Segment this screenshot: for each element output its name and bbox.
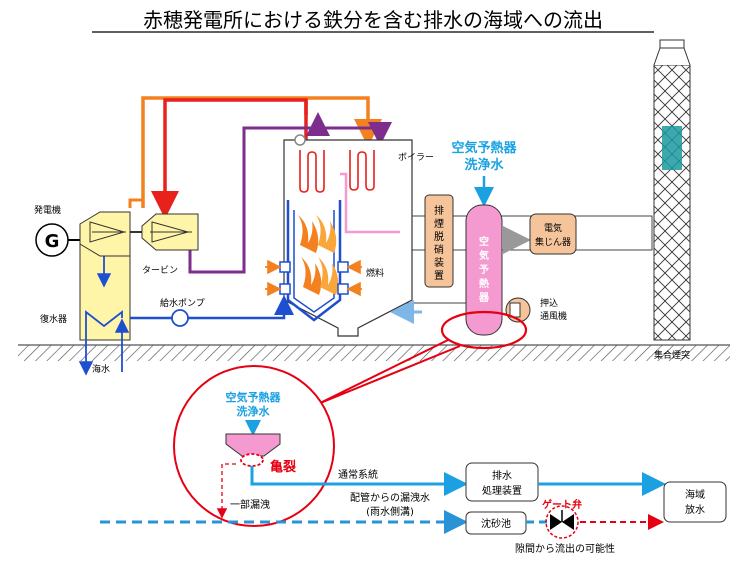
pipe-leak-line2: (雨水側溝) <box>366 505 414 518</box>
denox-unit <box>424 194 454 288</box>
svg-text:空: 空 <box>479 235 489 248</box>
seawater-label: 海水 <box>92 363 110 375</box>
svg-text:気: 気 <box>478 249 489 262</box>
svg-text:装: 装 <box>434 256 444 269</box>
orange-branch <box>128 198 143 208</box>
fuel-label: 燃料 <box>366 267 384 279</box>
settling-pond-label: 沈砂池 <box>481 517 511 530</box>
stack-label: 集合煙突 <box>654 349 690 361</box>
normal-line <box>250 466 468 496</box>
inset-wash-line2: 洗浄水 <box>237 404 271 418</box>
pipe-leak-line1: 配管からの漏洩水 <box>350 491 430 504</box>
condenser-label: 復水器 <box>40 313 67 325</box>
esp-label-line2: 集じん器 <box>535 236 571 248</box>
lp-turbine <box>141 213 199 251</box>
purple-line-2 <box>244 112 330 136</box>
aph-wash-title-line1: 空気予熱器 <box>451 140 517 156</box>
fan-label-line1: 押込 <box>540 297 558 309</box>
feed-pump-label: 給水ポンプ <box>160 297 205 309</box>
superheater-coil-right <box>349 150 375 191</box>
gate-valve-icon <box>550 510 574 530</box>
fan-label-line2: 通風機 <box>540 310 567 322</box>
boiler-label: ボイラー <box>398 152 434 163</box>
purple-line <box>188 122 392 274</box>
pink-loop <box>340 172 400 234</box>
esp-label-line1: 電気 <box>544 222 562 234</box>
gate-highlight <box>545 505 579 539</box>
steam-drum <box>294 134 306 146</box>
svg-text:脱: 脱 <box>434 230 444 243</box>
ground-hatch <box>18 345 730 361</box>
page-title: 赤穂発電所における鉄分を含む排水の海域への流出 <box>143 8 603 32</box>
gate-valve-label: ゲート弁 <box>542 498 582 511</box>
feed-pump-icon <box>171 309 189 327</box>
wastewater-plant-line1: 排水 <box>492 469 512 482</box>
stack <box>653 39 691 341</box>
forced-draft-fan <box>505 297 531 323</box>
generator-symbol: G <box>45 231 60 252</box>
svg-text:器: 器 <box>478 292 490 304</box>
sea-discharge-line2: 放水 <box>685 503 705 516</box>
svg-text:予: 予 <box>479 264 489 276</box>
burner-flames <box>298 215 339 295</box>
superheater-coil-left <box>299 150 325 193</box>
svg-text:熱: 熱 <box>479 277 489 290</box>
crack-label: 亀裂 <box>270 459 297 475</box>
inset-aph-hopper <box>225 433 281 457</box>
normal-system-label: 通常系統 <box>338 468 378 481</box>
crack-mark <box>240 453 264 467</box>
possible-outflow-label: 隙間から流出の可能性 <box>515 542 615 555</box>
svg-text:煙: 煙 <box>434 218 444 230</box>
partial-leak-label: 一部漏洩 <box>230 498 270 511</box>
orange-steam-line <box>141 96 382 208</box>
aph-label: 空 気 予 熱 器 <box>478 235 490 304</box>
air-preheater <box>465 204 503 336</box>
wastewater-plant <box>465 462 539 502</box>
svg-text:硝: 硝 <box>434 243 444 256</box>
hp-turbine <box>79 211 131 257</box>
aph-bottom-highlight <box>440 310 528 350</box>
fuel-arrows <box>265 259 362 297</box>
generator-label: 発電機 <box>34 204 61 216</box>
condenser-tube <box>85 310 123 328</box>
svg-text:置: 置 <box>434 270 444 282</box>
turbine-label: タービン <box>142 265 178 276</box>
feed-water-line-2 <box>188 295 294 320</box>
aph-wash-title-line2: 洗浄水 <box>464 157 504 173</box>
denox-label: 排 煙 脱 硝 装 置 <box>434 204 444 282</box>
partial-leak-line <box>216 463 236 519</box>
sea-discharge <box>663 481 727 523</box>
electrostatic-precipitator <box>529 213 577 255</box>
sea-discharge-line1: 海域 <box>685 488 705 501</box>
inset-wash-line1: 空気予熱器 <box>226 390 282 404</box>
wastewater-plant-line2: 処理装置 <box>482 484 522 497</box>
svg-text:排: 排 <box>434 204 444 217</box>
